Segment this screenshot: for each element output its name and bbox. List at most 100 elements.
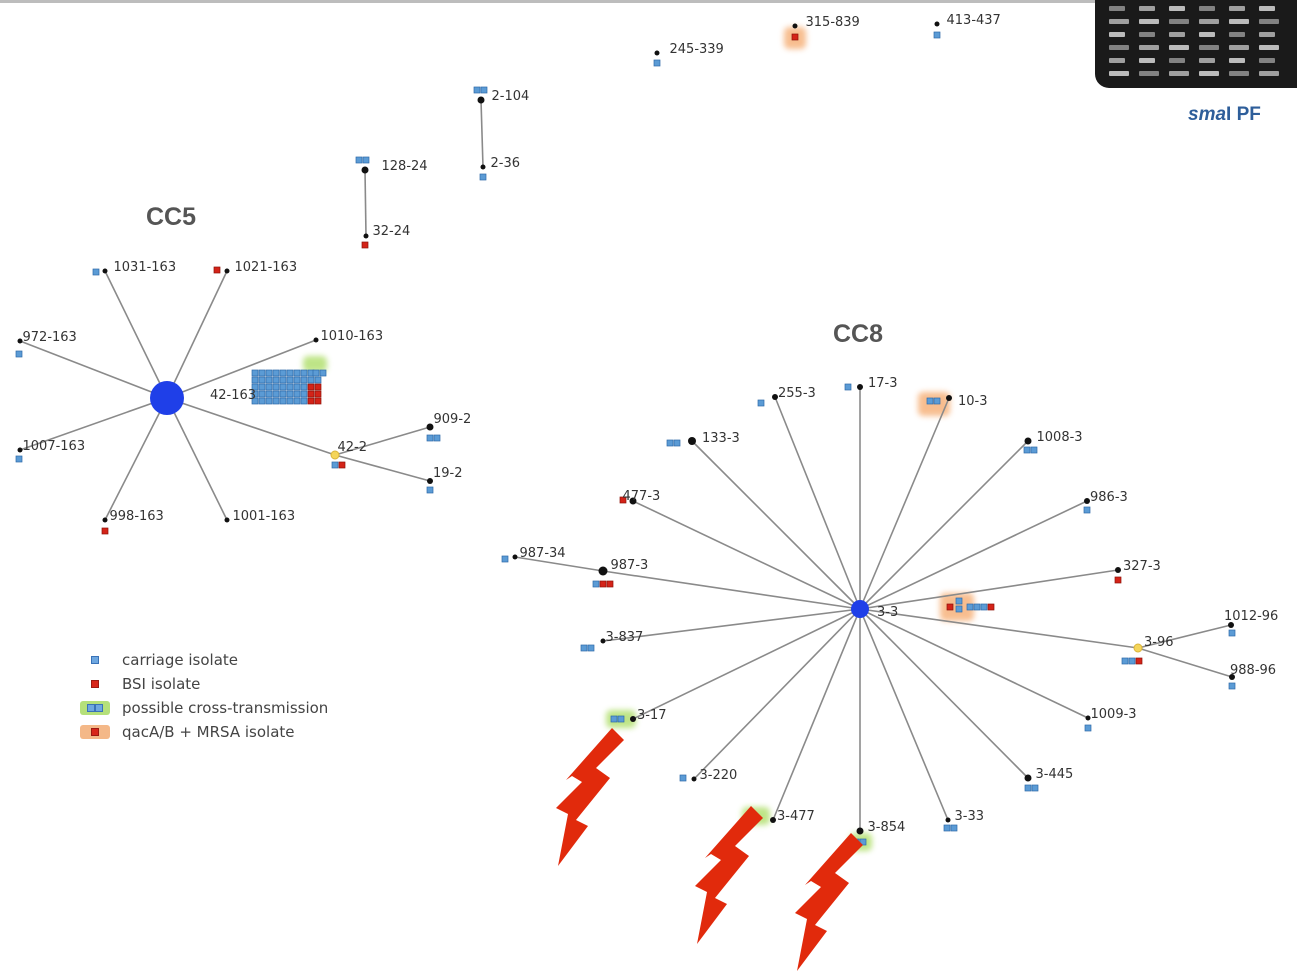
carriage-isolate-square-28	[251, 376, 259, 384]
node-label-c1001: 1001-163	[233, 509, 296, 524]
bsi-isolate-square-82	[599, 580, 607, 588]
node-label-d1009: 1009-3	[1091, 707, 1137, 722]
carriage-isolate-square-16	[426, 486, 434, 494]
carriage-isolate-square-85	[580, 644, 588, 652]
node-dot-a128	[361, 166, 369, 174]
carriage-isolate-square-68	[312, 369, 320, 377]
carriage-isolate-square-21	[265, 369, 273, 377]
edge-h5-c1007	[19, 397, 168, 451]
node-dot-c998	[102, 517, 108, 523]
carriage-isolate-square-25	[293, 369, 301, 377]
node-dot-d98734	[512, 554, 518, 560]
carriage-isolate-square-104	[1031, 784, 1039, 792]
node-dot-c1031	[102, 268, 108, 274]
node-label-c422: 42-2	[338, 440, 368, 455]
carriage-isolate-square-103	[1024, 784, 1032, 792]
carriage-isolate-square-98	[1228, 682, 1236, 690]
carriage-isolate-square-34	[293, 376, 301, 384]
node-label-c972: 972-163	[23, 330, 77, 345]
gel-band	[1259, 6, 1275, 11]
node-label-a2104: 2-104	[492, 89, 530, 104]
carriage-isolate-square-88	[955, 597, 963, 605]
carriage-isolate-square-61	[272, 397, 280, 405]
carriage-isolate-square-11	[15, 350, 23, 358]
carriage-isolate-square-39	[258, 383, 266, 391]
node-dot-d1008	[1024, 437, 1032, 445]
bsi-isolate-square-18	[338, 461, 346, 469]
node-dot-c1021	[224, 268, 230, 274]
carriage-isolate-square-30	[265, 376, 273, 384]
carriage-isolate-square-59	[258, 397, 266, 405]
carriage-isolate-square-42	[279, 383, 287, 391]
node-label-h8: 3-3	[877, 605, 898, 620]
carriage-isolate-square-5	[479, 173, 487, 181]
carriage-isolate-square-22	[272, 369, 280, 377]
carriage-isolate-square-86	[587, 644, 595, 652]
node-dot-d3220	[691, 776, 697, 782]
carriage-isolate-square-7	[362, 156, 370, 164]
edge-h5-c422	[166, 397, 336, 456]
carriage-isolate-square-0	[653, 59, 661, 67]
node-dot-c972	[17, 338, 23, 344]
bsi-isolate-square-83	[606, 580, 614, 588]
gel-band	[1139, 71, 1159, 76]
edge-h8-d3477	[772, 608, 861, 821]
node-dot-c1010	[313, 337, 319, 343]
gel-band	[1229, 58, 1245, 63]
bsi-isolate-square-84	[1114, 576, 1122, 584]
carriage-isolate-square-65	[300, 397, 308, 405]
gel-band	[1199, 58, 1215, 63]
edge-a2104-a236	[480, 99, 484, 168]
edge-h8-d255	[774, 396, 861, 610]
node-dot-a315	[792, 23, 798, 29]
gel-band	[1199, 6, 1215, 11]
carriage-isolate-square-71	[757, 399, 765, 407]
gel-band	[1169, 58, 1185, 63]
gel-band	[1229, 71, 1249, 76]
edge-h8-d9873	[602, 570, 861, 610]
legend-item-qac: qacA/B + MRSA isolate	[80, 720, 328, 744]
node-dot-d317	[630, 716, 636, 722]
carriage-isolate-square-109	[943, 824, 951, 832]
carriage-isolate-square-63	[286, 397, 294, 405]
carriage-isolate-square-14	[426, 434, 434, 442]
carriage-isolate-square-54	[293, 390, 301, 398]
edge-d396-d988	[1137, 647, 1233, 678]
node-label-c1031: 1031-163	[114, 260, 177, 275]
gel-band	[1169, 6, 1185, 11]
gel-band	[1139, 45, 1159, 50]
gel-band	[1229, 45, 1249, 50]
carriage-isolate-square-35	[300, 376, 308, 384]
node-label-c909: 909-2	[434, 412, 472, 427]
edge-h8-d317	[632, 608, 861, 720]
edge-d396-d1012	[1137, 624, 1232, 649]
carriage-swatch-icon	[80, 653, 110, 667]
gel-band	[1139, 19, 1159, 24]
carriage-isolate-square-75	[673, 439, 681, 447]
node-label-d1008: 1008-3	[1037, 430, 1083, 445]
node-dot-a32	[363, 233, 369, 239]
node-label-d988: 988-96	[1230, 663, 1276, 678]
legend-label-bsi: BSI isolate	[122, 675, 201, 693]
node-label-h5: 42-163	[210, 388, 256, 403]
node-dot-a2104	[477, 96, 485, 104]
carriage-isolate-square-24	[286, 369, 294, 377]
node-label-d9873: 987-3	[611, 558, 649, 573]
edge-h8-d3837	[602, 608, 861, 642]
carriage-isolate-square-73	[933, 397, 941, 405]
node-label-d98734: 987-34	[520, 546, 566, 561]
gel-band	[1139, 58, 1155, 63]
node-label-d3445: 3-445	[1036, 767, 1074, 782]
lightning-bolt-icon-1	[695, 806, 763, 944]
node-label-a128: 128-24	[382, 159, 428, 174]
node-label-a315: 315-839	[806, 15, 860, 30]
edge-a128-a32	[364, 169, 367, 237]
node-dot-d9873	[598, 566, 608, 576]
hub-node-h8	[851, 600, 869, 618]
carriage-isolate-square-80	[501, 555, 509, 563]
node-label-c998: 998-163	[110, 509, 164, 524]
node-label-d986: 986-3	[1090, 490, 1128, 505]
edge-c422-c192	[334, 454, 431, 482]
